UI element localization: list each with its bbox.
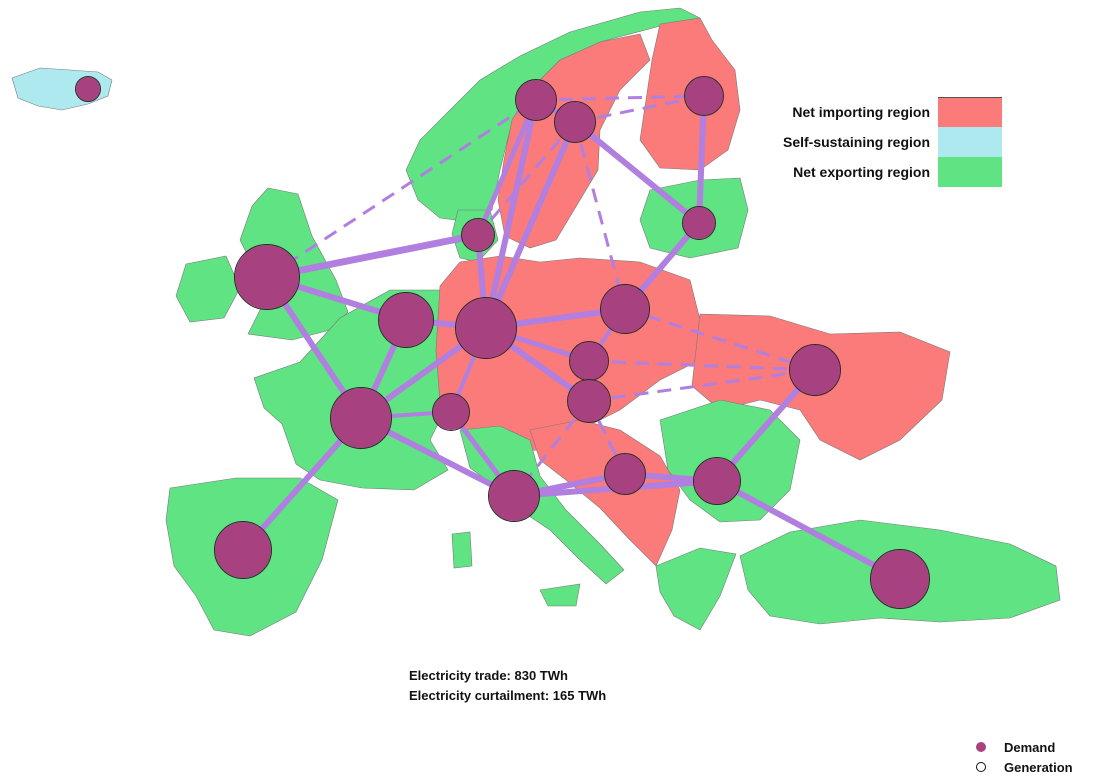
demand-node-cz [570,342,608,380]
demand-node-fi [685,77,723,115]
demand-dot-icon [976,742,986,752]
generation-ring-it [488,470,540,522]
generation-ring-is [75,76,101,102]
electricity-trade-text: Electricity trade: 830 TWh [409,668,568,683]
generation-ring-fi [684,76,724,116]
legend-item-importing: Net importing region [760,96,1002,128]
legend-item-self-sustaining: Self-sustaining region [760,127,1002,157]
demand-node-de [456,298,516,358]
generation-ring-ua [789,344,841,396]
demand-node-ua [790,345,840,395]
trade-stats: Electricity trade: 830 TWh Electricity c… [409,666,606,706]
generation-ring-fr [330,387,392,449]
demand-node-es [215,522,271,578]
legend-swatch-exporting [938,157,1002,187]
dashed-trade-line-no-fi [535,94,705,102]
demand-node-pl [601,285,649,333]
region-ireland [175,255,241,323]
generation-ring-bal [682,206,716,240]
trade-line-de-no [483,99,539,329]
region-legend: Net importing region Self-sustaining reg… [760,96,1002,187]
legend-swatch-self-sustaining [938,127,1002,157]
demand-label: Demand [1004,739,1056,755]
generation-ring-es [214,521,272,579]
legend-swatch-importing [938,96,1002,128]
generation-ring-be [378,292,434,348]
demand-node-at [568,380,610,422]
generation-ring-at [567,379,611,423]
generation-circle-icon [976,762,986,772]
demand-node-no [516,80,556,120]
trade-line-de-se [483,120,578,330]
generation-ring-ch [432,393,470,431]
demand-node-ro [694,458,740,504]
generation-ring-de [455,297,517,359]
electricity-curtailment-text: Electricity curtailment: 165 TWh [409,688,607,703]
dashed-trade-line-se-pl [573,121,627,310]
dashed-trade-line-cz-ua [588,359,816,372]
demand-node-dk [462,219,494,251]
dashed-trade-line-se-dk [476,121,577,236]
generation-ring-rs [604,453,646,495]
trade-line-fi-bal [696,95,707,224]
dashed-trade-line-uk-no [266,98,537,279]
demand-node-be [379,293,433,347]
marker-legend-generation: Generation [976,757,1073,777]
trade-line-ro-tr [715,478,902,582]
marker-legend-demand: Demand [976,737,1073,757]
legend-label-self-sustaining: Self-sustaining region [782,134,930,150]
trade-line-dk-no [475,99,539,236]
demand-node-ch [433,394,469,430]
trade-line-uk-dk [266,231,479,281]
generation-ring-uk [234,244,300,310]
generation-label: Generation [1004,759,1073,775]
generation-ring-ro [693,457,741,505]
dashed-trade-line-pl-ua [624,307,816,372]
region-greece [655,547,737,631]
demand-nodes [75,76,930,609]
dashed-trade-line-at-ua [588,368,816,403]
legend-label-importing: Net importing region [792,104,930,120]
demand-node-rs [605,454,645,494]
legend-label-exporting: Net exporting region [793,164,930,180]
generation-ring-tr [870,549,930,609]
demand-node-bal [683,207,715,239]
demand-node-it [489,471,539,521]
generation-ring-dk [461,218,495,252]
trade-line-se-bal [573,119,701,226]
demand-node-uk [235,245,299,309]
demand-node-se [555,102,595,142]
generation-ring-no [515,79,557,121]
marker-legend: Demand Generation [976,737,1073,777]
demand-node-is [76,77,100,101]
generation-ring-pl [600,284,650,334]
demand-node-tr [871,550,929,608]
generation-ring-se [554,101,596,143]
region-sicily [539,583,581,607]
region-balkans-west [529,419,681,567]
demand-node-fr [331,388,391,448]
region-sardinia [451,531,473,569]
legend-item-exporting: Net exporting region [760,157,1002,187]
